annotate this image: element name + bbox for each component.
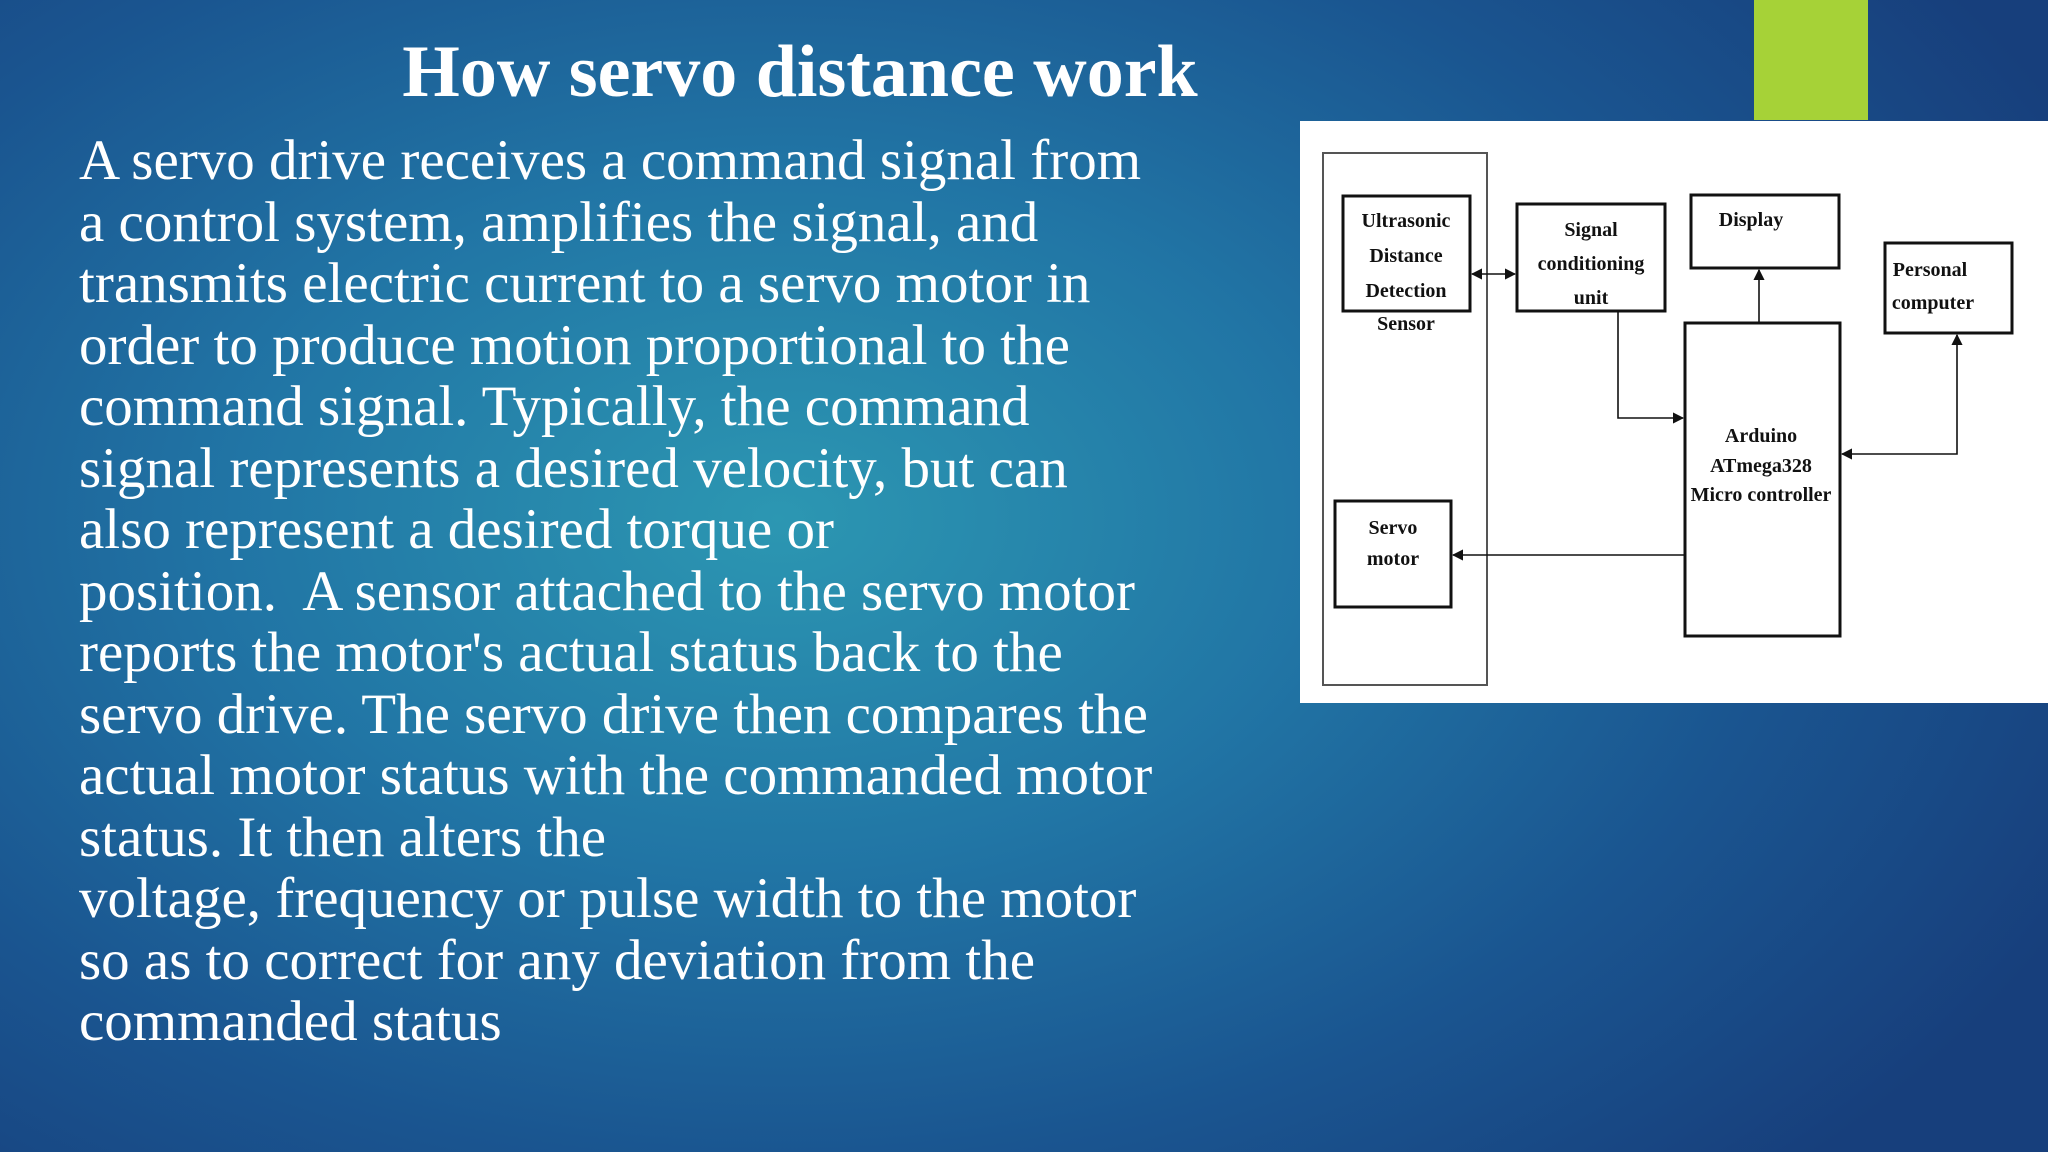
arrow-arduino-pc: [1840, 333, 1963, 460]
arrow-signal-arduino: [1617, 311, 1685, 424]
pc-label-line: computer: [1892, 292, 1974, 314]
block-ultrasonic-sensor: Ultrasonic Distance Detection Sensor: [1341, 194, 1472, 335]
body-line: voltage, frequency or pulse width to the…: [79, 867, 1137, 930]
body-line: signal represents a desired velocity, bu…: [79, 436, 1068, 500]
signal-label-line: unit: [1574, 287, 1609, 309]
body-line: A servo drive receives a command signal …: [79, 129, 1142, 192]
accent-bar: [1754, 0, 1868, 120]
block-signal-conditioning: Signal conditioning unit: [1515, 202, 1667, 313]
slide-body-text: A servo drive receives a command signal …: [79, 130, 1329, 1053]
body-line: servo drive. The servo drive then compar…: [79, 682, 1148, 746]
block-arduino: Arduino ATmega328 Micro controller: [1683, 321, 1842, 638]
body-line: also represent a desired torque or: [79, 498, 834, 561]
servo-label-line: Servo: [1369, 517, 1418, 539]
enclosure-outline: [1322, 152, 1488, 686]
block-diagram-image: Ultrasonic Distance Detection Sensor Sig…: [1300, 121, 2048, 703]
arduino-label-line: Micro controller: [1691, 484, 1832, 506]
sensor-label-line: Ultrasonic: [1362, 210, 1451, 232]
body-line: transmits electric current to a servo mo…: [79, 252, 1091, 315]
signal-label-line: Signal: [1564, 219, 1618, 241]
body-line: position. A sensor attached to the servo…: [79, 559, 1135, 623]
block-diagram-svg: Ultrasonic Distance Detection Sensor Sig…: [1322, 152, 2014, 686]
display-label: Display: [1719, 209, 1783, 231]
sensor-label-line: Distance: [1369, 245, 1442, 267]
body-line: so as to correct for any deviation from …: [79, 928, 1036, 992]
sensor-label-line: Sensor: [1377, 313, 1435, 335]
slide-title: How servo distance work: [402, 31, 1198, 113]
block-display: Display: [1689, 193, 1841, 270]
body-line: status. It then alters the: [79, 805, 607, 869]
body-line: commanded status: [79, 990, 502, 1053]
block-personal-computer: Personal computer: [1883, 241, 2014, 335]
pc-label-line: Personal: [1893, 259, 1968, 281]
signal-label-line: conditioning: [1538, 253, 1645, 275]
block-servo-motor: Servo motor: [1333, 499, 1453, 609]
body-line: reports the motor's actual status back t…: [79, 621, 1063, 684]
body-line: order to produce motion proportional to …: [79, 313, 1070, 377]
arduino-label-line: ATmega328: [1710, 455, 1812, 477]
body-line: actual motor status with the commanded m…: [79, 744, 1153, 807]
sensor-label-line: Detection: [1365, 280, 1446, 302]
body-line: a control system, amplifies the signal, …: [79, 190, 1039, 254]
servo-label-line: motor: [1367, 548, 1419, 570]
body-line: command signal. Typically, the command: [79, 375, 1030, 438]
arduino-label-line: Arduino: [1725, 425, 1797, 447]
